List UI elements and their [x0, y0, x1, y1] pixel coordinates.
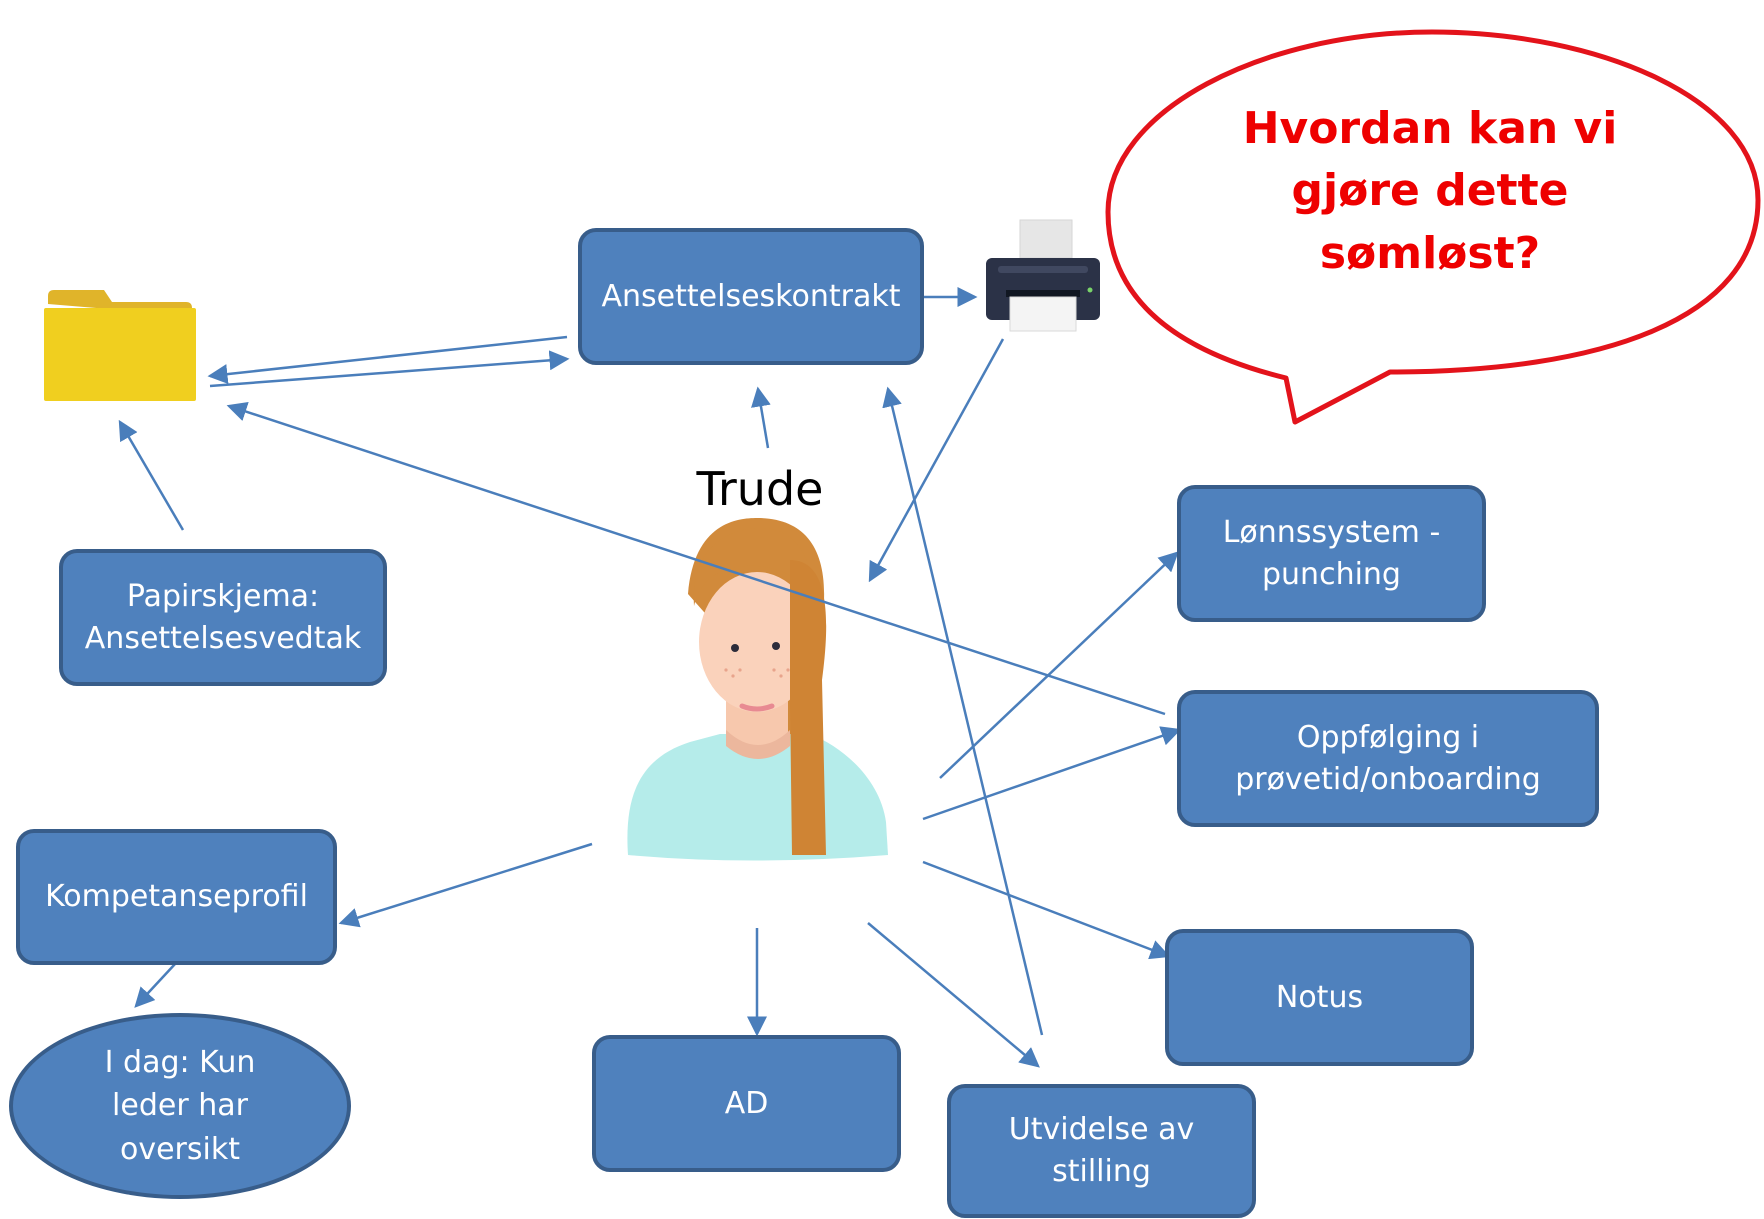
arrow-contract-to-folder: [207, 335, 568, 385]
folder-icon: [44, 290, 196, 401]
speech-bubble: [1105, 29, 1761, 425]
arrow-folder-to-contract: [209, 350, 570, 388]
arrow-followup-to-folder: [226, 401, 1166, 716]
printer-icon: [986, 219, 1100, 332]
arrow-printer-to-person: [868, 338, 1005, 583]
arrow-person-to-followup: [922, 726, 1182, 821]
person-avatar: [627, 518, 888, 861]
node-papirskjema-label: Papirskjema: Ansettelsesvedtak: [84, 578, 362, 656]
arrow-person-to-contract: [751, 386, 771, 449]
node-ad-label: AD: [724, 1085, 769, 1121]
arrow-form-to-folder: [118, 419, 185, 531]
node-oppfolging[interactable]: Oppfølging i prøvetid/onboarding: [1177, 690, 1599, 827]
person-name: Trude: [696, 462, 824, 516]
node-i-dag-label: I dag: Kun leder har oversikt: [104, 1044, 256, 1167]
arrow-person-to-extension: [867, 922, 1040, 1068]
node-papirskjema[interactable]: Papirskjema: Ansettelsesvedtak: [59, 549, 387, 686]
node-notus-label: Notus: [1275, 979, 1364, 1015]
arrow-person-to-notus: [922, 860, 1171, 960]
node-lonnssystem[interactable]: Lønnssystem - punching: [1177, 485, 1486, 622]
node-lonnssystem-label: Lønnssystem - punching: [1222, 514, 1441, 592]
node-utvidelse[interactable]: Utvidelse av stilling: [947, 1084, 1256, 1218]
node-kompetanseprofil-label: Kompetanseprofil: [45, 879, 308, 914]
node-oppfolging-label: Oppfølging i prøvetid/onboarding: [1235, 719, 1541, 797]
node-kompetanseprofil[interactable]: Kompetanseprofil: [16, 829, 337, 965]
node-ansettelseskontrakt-label: Ansettelseskontrakt: [601, 278, 901, 314]
node-notus[interactable]: Notus: [1165, 929, 1474, 1066]
node-ansettelseskontrakt[interactable]: Ansettelseskontrakt: [578, 228, 924, 365]
node-utvidelse-label: Utvidelse av stilling: [1008, 1112, 1195, 1189]
node-ad[interactable]: AD: [592, 1035, 901, 1172]
arrow-competence-to-today: [134, 963, 176, 1008]
arrow-person-to-payroll: [939, 551, 1179, 779]
arrow-extension-to-contract: [882, 386, 1044, 1036]
arrow-person-to-competence: [338, 842, 593, 928]
speech-bubble-text: Hvordan kan vi gjøre dette sømløst?: [1242, 103, 1618, 279]
node-i-dag[interactable]: I dag: Kun leder har oversikt: [9, 1013, 351, 1199]
